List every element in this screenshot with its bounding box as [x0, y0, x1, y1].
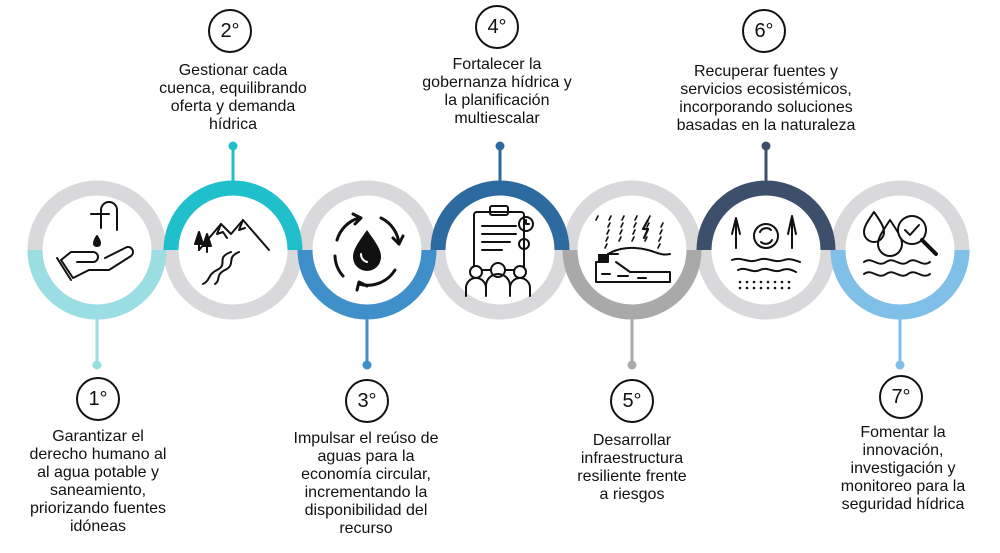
- mountains-river-icon: [194, 219, 270, 285]
- ring-arc-7: [830, 249, 970, 320]
- connector-dot-3: [362, 360, 372, 370]
- hand-water-tap-icon: [56, 201, 134, 281]
- step-6-text: Recuperar fuentes y servicios ecosistémi…: [676, 63, 856, 134]
- step-1-text: Garantizar el derecho humano al al agua …: [29, 428, 167, 535]
- step-3-text: Impulsar el reúso de aguas para la econo…: [293, 430, 439, 537]
- step-5-text: Desarrollar infraestructura resiliente f…: [577, 432, 687, 503]
- ring-arc-5: [562, 249, 702, 320]
- ring-arc-1: [27, 249, 167, 320]
- step-5-number: 5°: [610, 379, 654, 423]
- ring-arc-6: [696, 180, 836, 251]
- step-2-number: 2°: [208, 9, 252, 53]
- ring-arc-3: [297, 249, 437, 320]
- connector-layer: [92, 141, 905, 370]
- clipboard-team-icon: [465, 205, 534, 297]
- step-6-number: 6°: [742, 9, 786, 53]
- step-3-number: 3°: [345, 379, 389, 423]
- step-7-text: Fomentar la innovación, investigación y …: [840, 424, 966, 513]
- drops-magnifier-icon: [863, 211, 938, 277]
- connector-dot-6: [761, 141, 771, 151]
- ring-arc-4: [430, 180, 570, 251]
- step-4-text: Fortalecer la gobernanza hídrica y la pl…: [422, 56, 572, 127]
- step-4-number: 4°: [475, 5, 519, 49]
- step-1-number: 1°: [76, 377, 120, 421]
- connector-dot-4: [495, 141, 505, 151]
- storm-dam-icon: [595, 215, 671, 283]
- water-drop-recycle-icon: [333, 212, 405, 292]
- connector-dot-1: [92, 360, 102, 370]
- connector-dot-7: [895, 360, 905, 370]
- step-7-number: 7°: [879, 375, 923, 419]
- connector-dot-2: [228, 141, 238, 151]
- step-2-text: Gestionar cada cuenca, equilibrando ofer…: [159, 62, 307, 133]
- ring-arc-2: [163, 180, 303, 251]
- wetland-recycle-icon: [731, 215, 801, 290]
- connector-dot-5: [627, 360, 637, 370]
